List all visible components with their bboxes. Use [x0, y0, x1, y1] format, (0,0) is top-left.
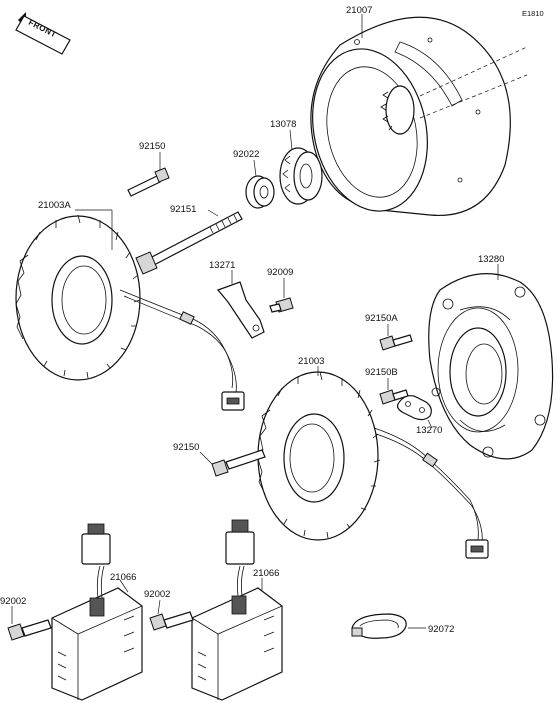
label-92150-mid: 92150 — [173, 442, 199, 453]
bolt-92150B — [379, 389, 409, 405]
regulator-21066-right — [191, 519, 283, 701]
label-21007: 21007 — [346, 5, 372, 16]
label-13271: 13271 — [209, 260, 235, 271]
stator-21003A — [15, 214, 245, 411]
label-21066-right: 21066 — [253, 568, 279, 579]
bolt-92150-mid — [211, 449, 266, 477]
label-92072: 92072 — [428, 624, 454, 635]
bolt-92150A — [379, 334, 413, 351]
starter-clutch-gear — [279, 147, 323, 205]
label-13078: 13078 — [270, 119, 296, 130]
label-92022: 92022 — [233, 149, 259, 160]
bolt-92151 — [135, 211, 243, 275]
label-21003A: 21003A — [38, 200, 71, 211]
bolt-92002-right — [149, 611, 194, 631]
label-92009: 92009 — [267, 267, 293, 278]
stator-cover-13280 — [428, 273, 554, 460]
label-13270: 13270 — [416, 425, 442, 436]
label-21066-left: 21066 — [110, 572, 136, 583]
regulator-21066-left — [51, 523, 143, 701]
strap-92072 — [351, 613, 407, 639]
bolt-92009 — [269, 297, 294, 313]
label-92150-top: 92150 — [139, 141, 165, 152]
label-92151: 92151 — [170, 204, 196, 215]
bolt-92002-left — [7, 619, 52, 641]
label-92002-left: 92002 — [0, 596, 26, 607]
label-92002-right: 92002 — [144, 589, 170, 600]
label-21003: 21003 — [298, 356, 324, 367]
bolt-92150-top — [127, 167, 170, 197]
leader-lines — [11, 14, 499, 629]
plate-13270 — [396, 395, 432, 421]
washer-92022 — [245, 175, 275, 209]
label-92150A: 92150A — [365, 313, 398, 324]
label-92150B: 92150B — [365, 367, 398, 378]
diagram-code: E1810 — [522, 9, 544, 18]
front-arrow-icon: FRONT — [15, 12, 71, 55]
stator-21003 — [257, 371, 489, 559]
bracket-13271 — [216, 281, 265, 339]
flywheel-rotor — [310, 16, 528, 217]
label-13280: 13280 — [478, 254, 504, 265]
